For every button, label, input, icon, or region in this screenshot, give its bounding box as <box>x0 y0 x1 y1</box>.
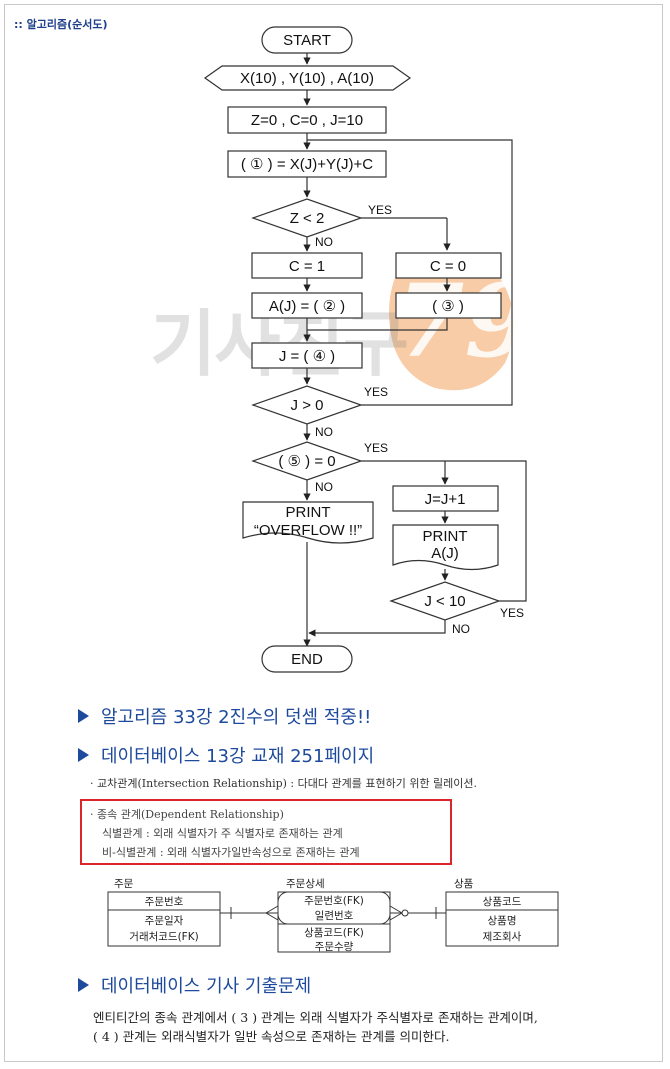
print-overflow-label1: PRINT <box>286 504 331 521</box>
order-attr-client: 거래처코드(FK) <box>129 931 198 943</box>
order-entity <box>107 891 221 947</box>
print-overflow-doc <box>242 501 374 544</box>
print-overflow-label2: “OVERFLOW !!” <box>254 522 362 539</box>
section-database-textbook: 데이터베이스 13강 교재 251페이지 <box>78 742 374 768</box>
aj-label: A(J) = ( ② ) <box>269 298 345 315</box>
jinc-label: J=J+1 <box>425 491 466 508</box>
aj-box <box>251 292 363 319</box>
c-zero-box <box>395 252 502 279</box>
page-header: :: 알고리즘(순서도) <box>14 18 108 31</box>
page-frame <box>4 4 663 1062</box>
start-label: START <box>283 32 331 49</box>
section-database-textbook-label: 데이터베이스 13강 교재 251페이지 <box>101 746 375 767</box>
print-aj-label1: PRINT <box>423 528 468 545</box>
erd-diagram: 주문 주문번호 주문일자 거래처코드(FK) 주문상세 주문번호(FK) 일련번… <box>107 878 559 953</box>
triangle-bullet-icon <box>78 748 89 762</box>
cond3-no: NO <box>315 480 333 494</box>
section-algorithm-label: 알고리즘 33강 2진수의 덧셈 적중!! <box>101 707 372 728</box>
cond4-label: J < 10 <box>424 593 465 610</box>
product-entity <box>445 891 559 947</box>
cond1-yes: YES <box>368 203 392 217</box>
section-algorithm: 알고리즘 33강 2진수의 덧셈 적중!! <box>78 703 371 729</box>
section-database-exam-label: 데이터베이스 기사 기출문제 <box>101 976 312 997</box>
identifying-text: 식별관계 : 외래 식별자가 주 식별자로 존재하는 관계 <box>102 827 343 840</box>
j4-label: J = ( ④ ) <box>279 348 335 365</box>
end-label: END <box>291 651 323 668</box>
init-box <box>227 106 387 134</box>
cond2-label: J > 0 <box>291 397 324 414</box>
triangle-bullet-icon <box>78 978 89 992</box>
watermark-logo <box>389 255 514 391</box>
order-detail-pk1: 주문번호(FK) <box>304 895 364 907</box>
dependent-relationship-box: · 종속 관계(Dependent Relationship) 식별관계 : 외… <box>80 799 452 865</box>
blank3-box <box>395 292 502 319</box>
non-identifying-text: 비-식별관계 : 외래 식별자가일반속성으로 존재하는 관계 <box>102 846 360 859</box>
step1-box <box>227 150 387 178</box>
print-aj-label2: A(J) <box>431 545 459 562</box>
exam-line-2: ( 4 ) 관계는 외래식별자가 일반 속성으로 존재하는 관계를 의미한다. <box>93 1029 450 1044</box>
exam-line-1: 엔티티간의 종속 관계에서 ( 3 ) 관계는 외래 식별자가 주식별자로 존재… <box>93 1010 538 1025</box>
cond2-no: NO <box>315 425 333 439</box>
watermark-number: 79 <box>395 262 535 380</box>
triangle-bullet-icon <box>78 709 89 723</box>
cond1-no: NO <box>315 235 333 249</box>
cond3-label: ( ⑤ ) = 0 <box>278 453 335 470</box>
dependent-title: · 종속 관계(Dependent Relationship) <box>90 808 284 821</box>
c-zero-label: C = 0 <box>430 258 466 275</box>
c-one-label: C = 1 <box>289 258 325 275</box>
order-pk: 주문번호 <box>145 896 184 908</box>
jinc-box <box>392 485 499 512</box>
init-label: Z=0 , C=0 , J=10 <box>251 112 363 129</box>
cond4-no: NO <box>452 622 470 636</box>
order-detail-pk2: 일련번호 <box>315 909 354 922</box>
end-terminal <box>261 645 353 673</box>
step1-label: ( ① ) = X(J)+Y(J)+C <box>241 156 373 173</box>
blank3-label: ( ③ ) <box>432 298 464 315</box>
input-hexagon <box>203 65 412 91</box>
cond3-yes: YES <box>364 441 388 455</box>
order-detail-attr2: 주문수량 <box>315 941 354 953</box>
product-pk: 상품코드 <box>483 896 522 908</box>
order-attr-date: 주문일자 <box>145 914 184 927</box>
cond2-yes: YES <box>364 385 388 399</box>
section-database-exam: 데이터베이스 기사 기출문제 <box>78 972 311 998</box>
order-detail-attr1: 상품코드(FK) <box>304 927 364 939</box>
product-attr-maker: 제조회사 <box>483 931 522 943</box>
product-attr-name: 상품명 <box>488 915 517 927</box>
flowchart: START X(10) , Y(10) , A(10) Z=0 , C=0 , … <box>203 26 527 673</box>
order-detail-title: 주문상세 <box>286 878 325 890</box>
print-aj-doc <box>392 524 499 571</box>
input-label: X(10) , Y(10) , A(10) <box>240 70 374 87</box>
intersection-text: · 교차관계(Intersection Relationship) : 다대다 … <box>90 777 478 790</box>
cond4-yes: YES <box>500 606 524 620</box>
cond1-label: Z < 2 <box>290 210 325 227</box>
order-title: 주문 <box>114 878 134 890</box>
product-title: 상품 <box>454 878 474 890</box>
